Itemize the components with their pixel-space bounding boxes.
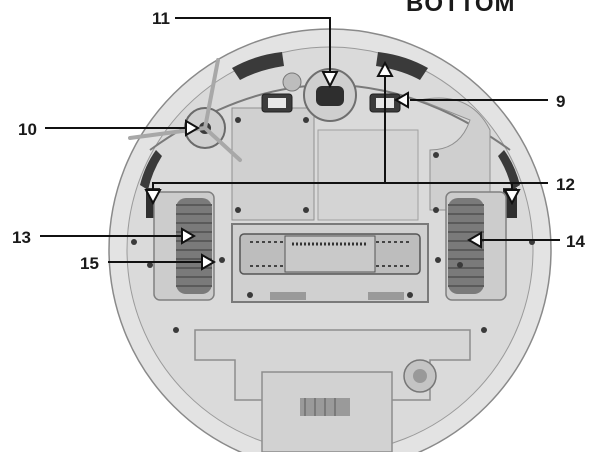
callout-9: 9 bbox=[556, 92, 566, 111]
main-roller-brush bbox=[231, 223, 429, 303]
right-drive-wheel bbox=[445, 191, 507, 301]
front-caster-wheel bbox=[282, 68, 357, 122]
side-brush bbox=[128, 58, 242, 162]
bottom-heading: BOTTOM bbox=[406, 0, 516, 17]
callout-15: 15 bbox=[80, 254, 99, 273]
callout-12: 12 bbox=[556, 175, 575, 194]
callout-13: 13 bbox=[12, 228, 31, 247]
callout-10: 10 bbox=[18, 120, 37, 139]
dustbin-area bbox=[194, 329, 471, 452]
screws bbox=[131, 117, 535, 333]
callout-11: 11 bbox=[152, 9, 170, 28]
bumper-grips bbox=[140, 52, 520, 190]
callout-14: 14 bbox=[566, 232, 585, 251]
left-drive-wheel bbox=[153, 191, 215, 301]
arrowheads bbox=[144, 60, 521, 271]
